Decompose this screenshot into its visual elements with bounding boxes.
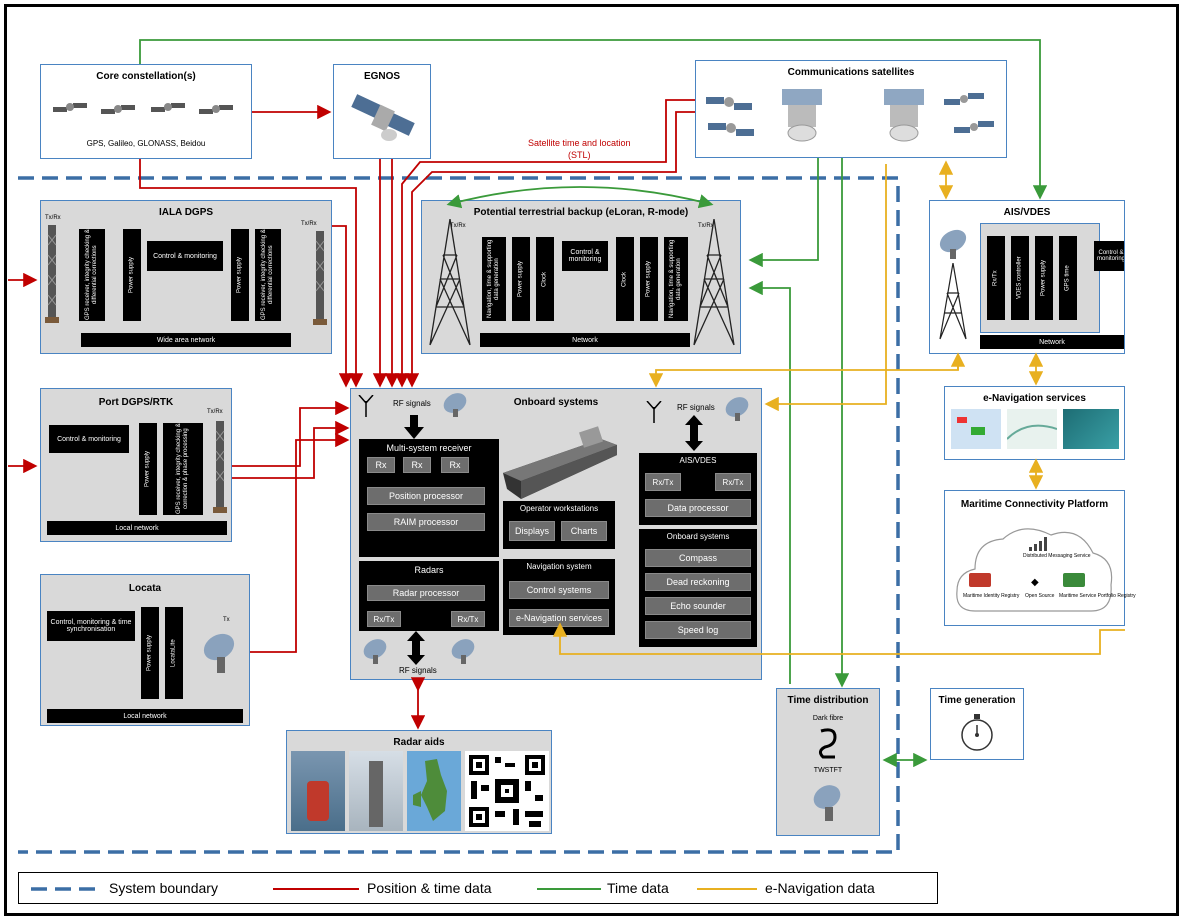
legend-line-time (537, 883, 601, 895)
legend-position-label: Position & time data (367, 880, 492, 896)
legend-enav-label: e-Navigation data (765, 880, 875, 896)
legend-boundary-label: System boundary (109, 880, 218, 896)
legend-line-boundary (31, 883, 101, 895)
legend-line-position (273, 883, 359, 895)
legend-line-enav (697, 883, 757, 895)
system-boundary (18, 178, 898, 852)
legend-time-label: Time data (607, 880, 669, 896)
legend-box: System boundary Position & time data Tim… (18, 872, 938, 904)
